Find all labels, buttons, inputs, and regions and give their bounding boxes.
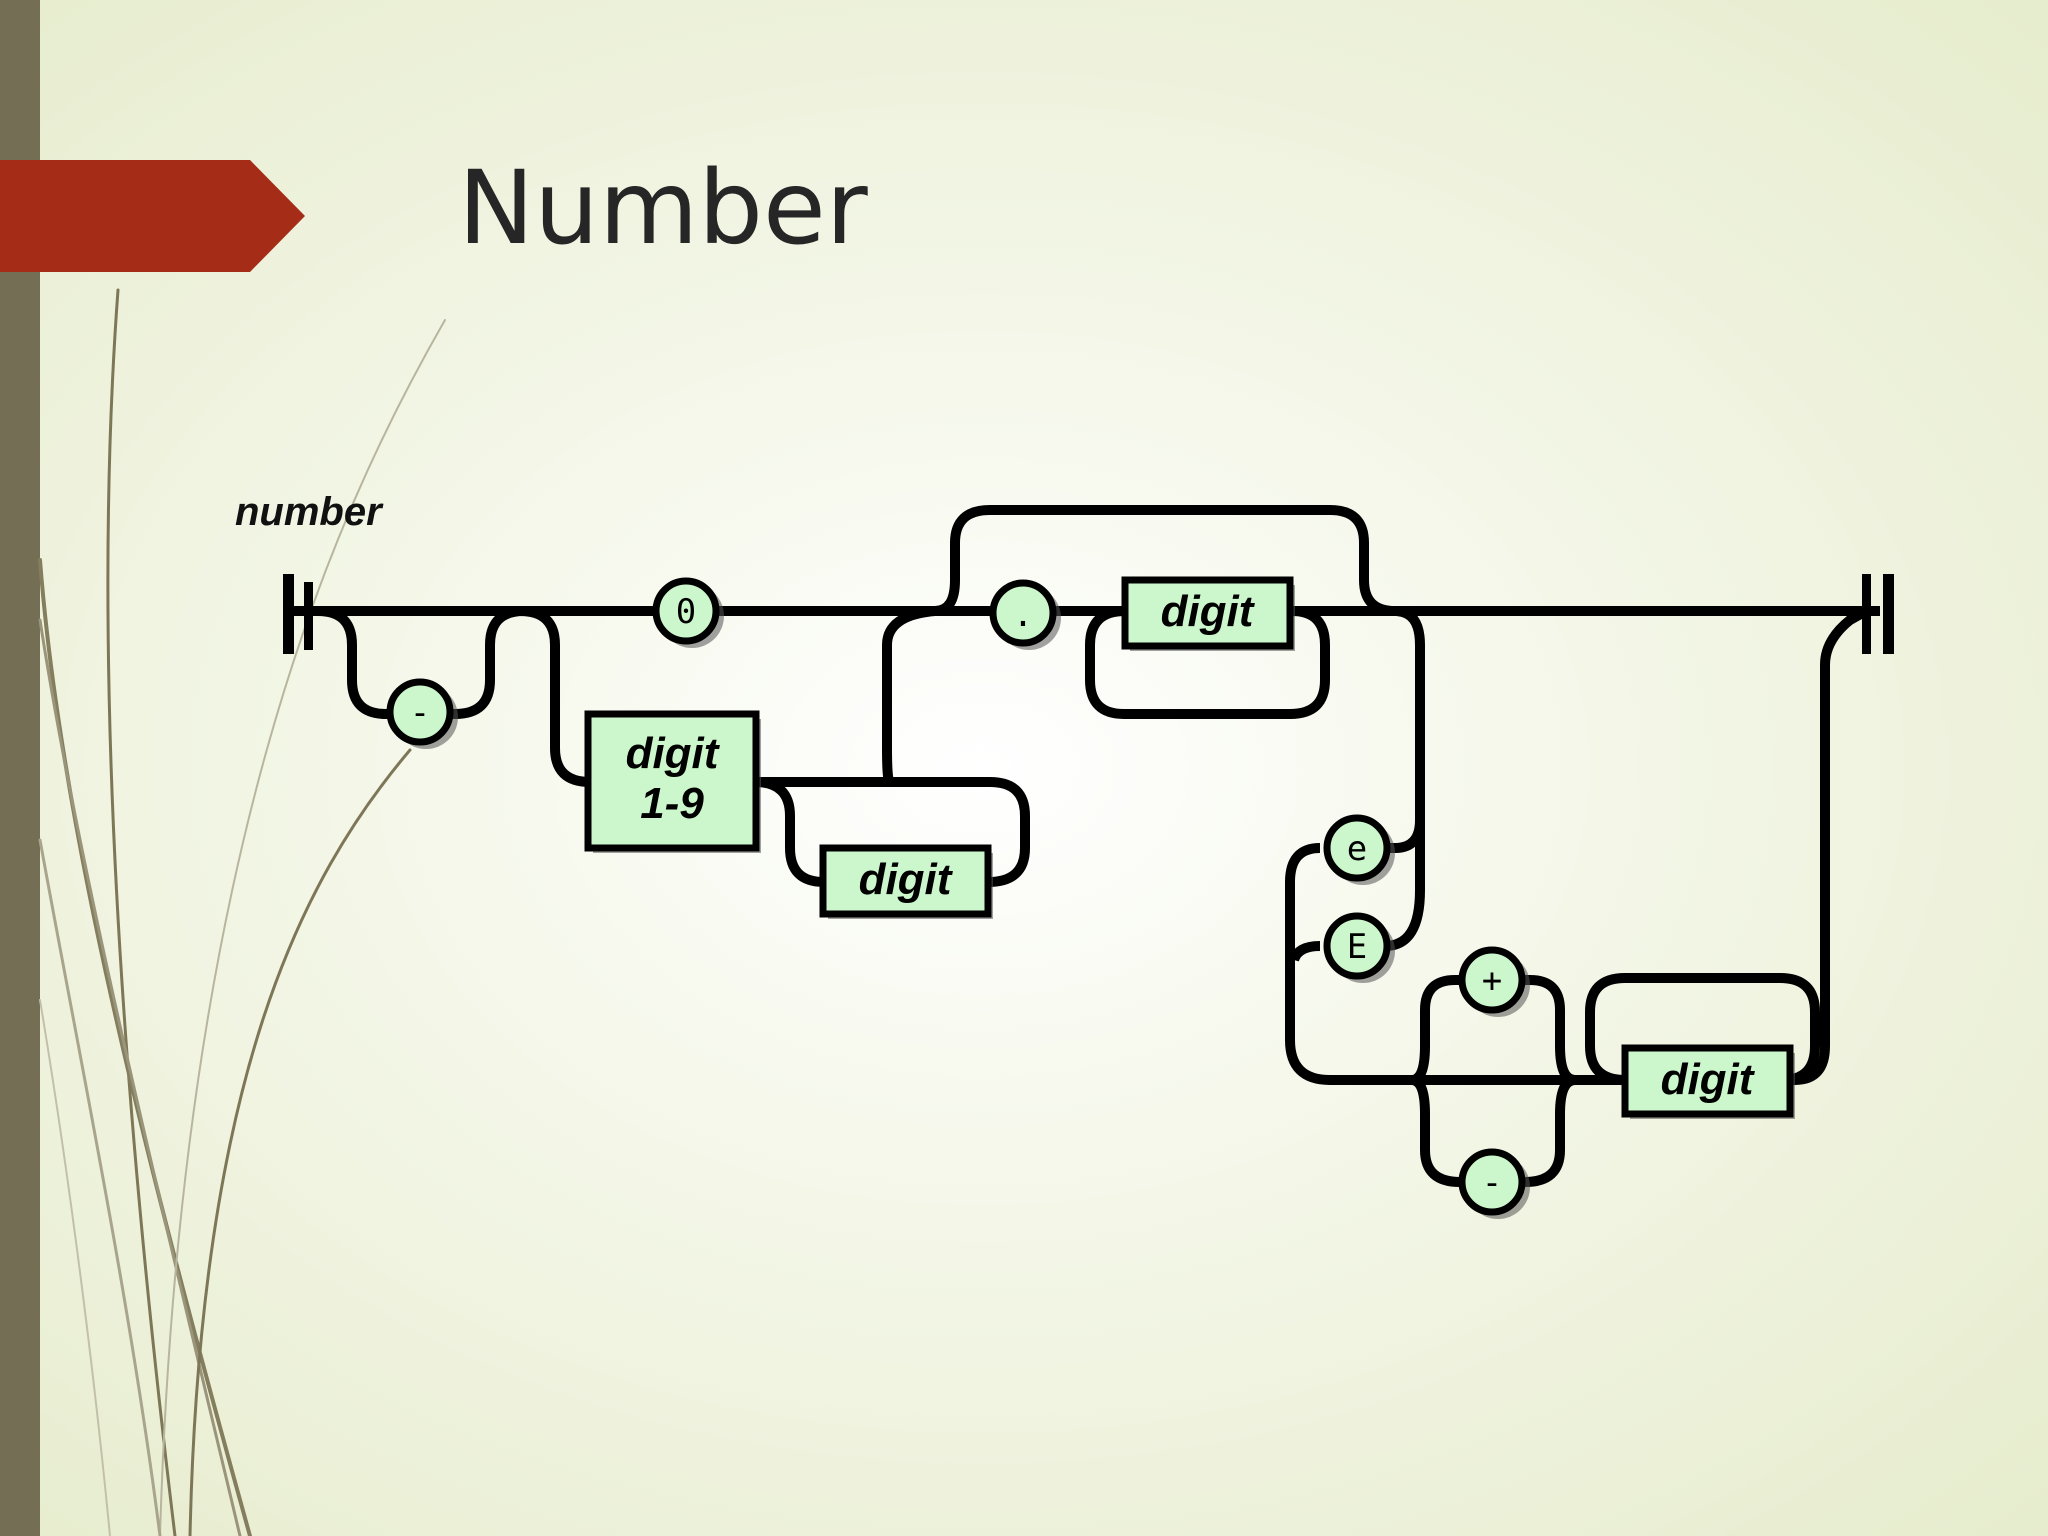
nonterminal-digit-integer: digit xyxy=(819,844,993,919)
nonterminal-digit-exponent: digit xyxy=(1621,1044,1795,1119)
slide-title: Number xyxy=(458,149,868,268)
terminal-minus-exponent: - xyxy=(1458,1148,1530,1219)
svg-text:digit: digit xyxy=(859,855,954,904)
nonterminal-digit-1-9: digit 1-9 xyxy=(584,710,761,853)
svg-text:-: - xyxy=(410,693,430,733)
terminal-minus-optional: - xyxy=(386,678,458,749)
terminal-zero: 0 xyxy=(652,577,724,648)
terminal-plus: + xyxy=(1458,946,1530,1017)
terminal-e-lower: e xyxy=(1323,814,1395,885)
svg-text:-: - xyxy=(1482,1163,1502,1203)
terminal-e-upper: E xyxy=(1323,912,1395,983)
svg-text:+: + xyxy=(1482,961,1502,1001)
nonterminal-digit-fraction: digit xyxy=(1121,576,1295,651)
svg-text:0: 0 xyxy=(676,592,696,632)
terminal-dot: . xyxy=(989,579,1061,650)
svg-text:e: e xyxy=(1347,829,1367,869)
svg-text:1-9: 1-9 xyxy=(640,779,704,828)
svg-text:.: . xyxy=(1013,595,1033,635)
title-accent-tab xyxy=(0,160,305,272)
svg-text:digit: digit xyxy=(1661,1055,1756,1104)
rule-name-label: number xyxy=(235,490,384,534)
svg-text:digit: digit xyxy=(626,729,721,778)
svg-text:digit: digit xyxy=(1161,587,1256,636)
svg-text:E: E xyxy=(1347,927,1367,967)
